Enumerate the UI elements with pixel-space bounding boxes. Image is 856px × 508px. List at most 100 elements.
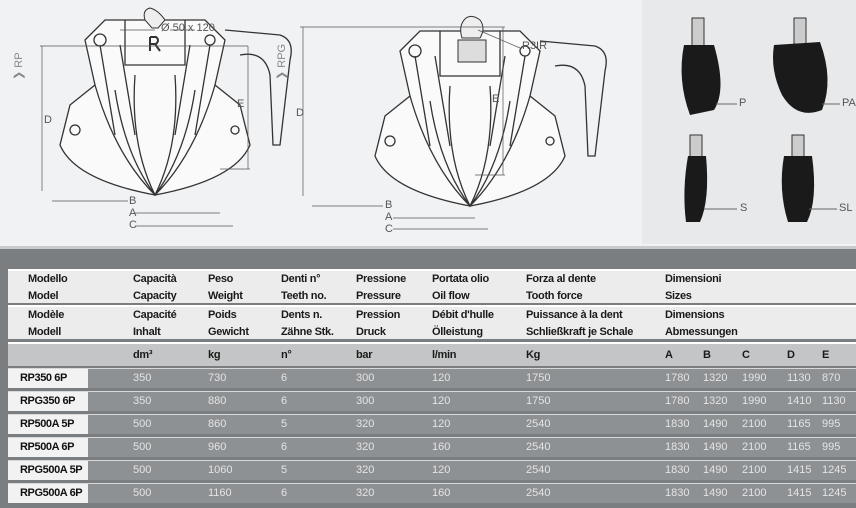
unit-cell: dm³ xyxy=(133,349,153,361)
unit-cell: C xyxy=(742,349,750,361)
rpg-dimension-lines xyxy=(300,26,521,230)
value-cell: 2540 xyxy=(526,464,551,476)
header-label: Modèle xyxy=(28,309,65,321)
rpg-dim-a: A xyxy=(385,211,393,223)
value-cell: 995 xyxy=(822,441,841,453)
header-label: Tooth force xyxy=(526,290,583,302)
value-cell: 1320 xyxy=(703,395,728,407)
value-cell: 1830 xyxy=(665,464,690,476)
rpg-dim-d: D xyxy=(296,107,304,119)
value-cell: 2540 xyxy=(526,441,551,453)
header-label: Schließkraft je Schale xyxy=(526,326,634,338)
value-cell: 1490 xyxy=(703,487,728,499)
model-cell: RPG350 6P xyxy=(8,392,88,411)
header-label: Inhalt xyxy=(133,326,161,338)
value-cell: 1990 xyxy=(742,372,767,384)
value-cell: 120 xyxy=(432,418,451,430)
header-label: Modello xyxy=(28,273,68,285)
header-label: Portata olio xyxy=(432,273,489,285)
header-label: Forza al dente xyxy=(526,273,596,285)
tine-sl-label: SL xyxy=(839,202,853,214)
value-cell: 1060 xyxy=(208,464,233,476)
value-cell: 2100 xyxy=(742,418,767,430)
value-cell: 1490 xyxy=(703,464,728,476)
value-cell: 6 xyxy=(281,395,288,407)
model-cell: RPG500A 5P xyxy=(8,461,88,480)
value-cell: 960 xyxy=(208,441,227,453)
value-cell: 1750 xyxy=(526,372,551,384)
value-cell: 6 xyxy=(281,441,288,453)
value-cell: 120 xyxy=(432,464,451,476)
rpg-dim-e: E xyxy=(492,93,500,105)
value-cell: 2100 xyxy=(742,464,767,476)
rp-dim-e: E xyxy=(237,98,245,110)
value-cell: 320 xyxy=(356,418,375,430)
value-cell: 1415 xyxy=(787,487,812,499)
rp-hanger xyxy=(143,7,166,29)
pin-size-label: Ø 50 x 120 xyxy=(161,22,215,34)
tine-s-label: S xyxy=(740,202,748,214)
unit-cell: E xyxy=(822,349,830,361)
value-cell: 320 xyxy=(356,487,375,499)
value-cell: 350 xyxy=(133,395,152,407)
value-cell: 2540 xyxy=(526,487,551,499)
tine-sl xyxy=(781,134,837,222)
model-cell: RP350 6P xyxy=(8,369,88,388)
value-cell: 6 xyxy=(281,372,288,384)
header-label: Weight xyxy=(208,290,243,302)
tine-types-panel: P PA S SL xyxy=(642,0,856,244)
rp-dim-c: C xyxy=(129,219,137,231)
value-cell: 1490 xyxy=(703,418,728,430)
unit-cell: D xyxy=(787,349,795,361)
value-cell: 1165 xyxy=(787,418,811,430)
rp-dim-a: A xyxy=(129,207,137,219)
header-label: Oil flow xyxy=(432,290,470,302)
value-cell: 1490 xyxy=(703,441,728,453)
value-cell: 730 xyxy=(208,372,227,384)
rpg-side-label: ❯ RPG xyxy=(276,43,288,80)
header-label: Gewicht xyxy=(208,326,249,338)
model-cell: RP500A 5P xyxy=(8,415,88,434)
value-cell: 500 xyxy=(133,464,152,476)
header-label: Model xyxy=(28,290,59,302)
value-cell: 350 xyxy=(133,372,152,384)
value-cell: 500 xyxy=(133,418,152,430)
unit-cell: n° xyxy=(281,349,292,361)
value-cell: 1130 xyxy=(787,372,811,384)
value-cell: 320 xyxy=(356,441,375,453)
value-cell: 300 xyxy=(356,372,375,384)
rpg-dim-c: C xyxy=(385,223,393,235)
tine-drawings xyxy=(681,17,840,222)
value-cell: 1780 xyxy=(665,372,690,384)
header-label: Ölleistung xyxy=(432,326,483,338)
value-cell: 5 xyxy=(281,418,288,430)
header-label: Poids xyxy=(208,309,237,321)
header-label: Peso xyxy=(208,273,234,285)
value-cell: 1415 xyxy=(787,464,812,476)
tine-p xyxy=(681,17,737,115)
value-cell: 1780 xyxy=(665,395,690,407)
header-label: Abmessungen xyxy=(665,326,738,338)
value-cell: 1990 xyxy=(742,395,767,407)
value-cell: 1165 xyxy=(787,441,811,453)
value-cell: 500 xyxy=(133,487,152,499)
value-cell: 120 xyxy=(432,395,451,407)
value-cell: 500 xyxy=(133,441,152,453)
header-label: Débit d'hulle xyxy=(432,309,494,321)
value-cell: 1160 xyxy=(208,487,232,499)
tine-pa xyxy=(773,17,840,113)
value-cell: 160 xyxy=(432,441,451,453)
rpg-rotator xyxy=(457,39,487,63)
